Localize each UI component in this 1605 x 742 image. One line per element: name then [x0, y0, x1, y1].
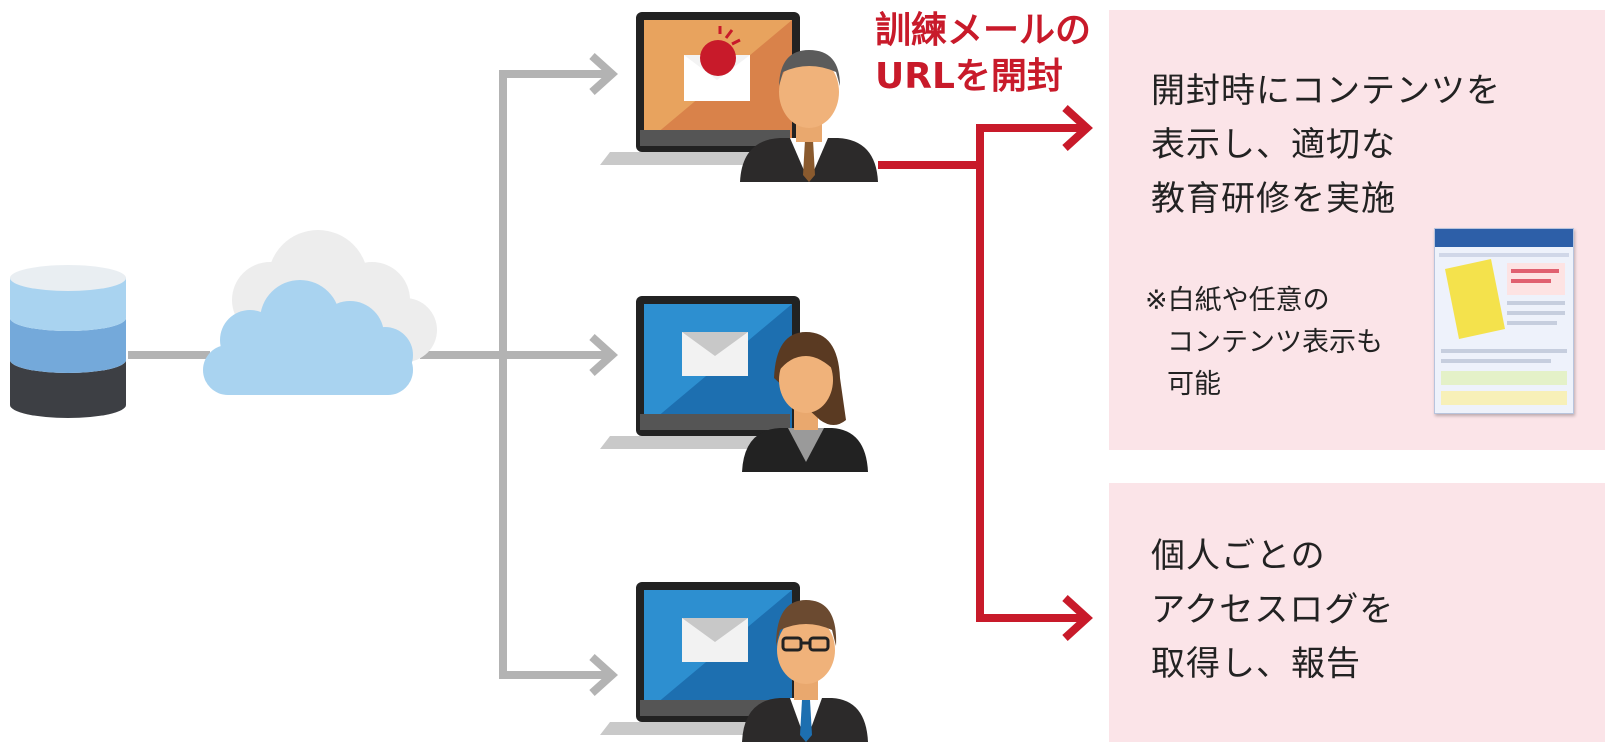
cloud-icon — [203, 230, 437, 395]
access-log-heading-line-3: 取得し、報告 — [1151, 644, 1361, 684]
content-note-line-1: ※白紙や任意の — [1145, 285, 1330, 316]
gray-connectors — [128, 53, 618, 696]
access-log-heading-line-2: アクセスログを — [1151, 590, 1395, 630]
businessman-icon — [740, 50, 878, 182]
education-heading-line-1: 開封時にコンテンツを — [1151, 71, 1501, 111]
laptop-mail-icon — [600, 296, 836, 449]
red-connectors — [878, 105, 1093, 641]
education-heading-line-3: 教育研修を実施 — [1151, 179, 1396, 219]
laptop-mail-icon — [600, 582, 836, 735]
training-label-line-1: 訓練メールの — [875, 10, 1092, 51]
training-mail-label: 訓練メールの URLを開封 — [875, 8, 1091, 100]
access-log-heading: 個人ごとの アクセスログを 取得し、報告 — [1151, 529, 1394, 691]
access-log-panel: 個人ごとの アクセスログを 取得し、報告 — [1109, 483, 1605, 742]
content-note: ※白紙や任意の コンテンツ表示も 可能 — [1145, 280, 1383, 406]
content-note-line-3: 可能 — [1167, 369, 1221, 400]
database-icon — [10, 265, 126, 418]
training-label-line-2: URLを開封 — [875, 56, 1063, 97]
content-note-line-2: コンテンツ表示も — [1167, 327, 1383, 358]
access-log-heading-line-1: 個人ごとの — [1151, 536, 1326, 576]
laptop-opened-mail-icon — [600, 12, 836, 165]
education-heading-line-2: 表示し、適切な — [1151, 125, 1396, 165]
education-heading: 開封時にコンテンツを 表示し、適切な 教育研修を実施 — [1151, 64, 1501, 226]
businesswoman-icon — [742, 332, 868, 472]
flyer-thumbnail-icon — [1434, 228, 1574, 414]
businessman-glasses-icon — [742, 600, 868, 742]
